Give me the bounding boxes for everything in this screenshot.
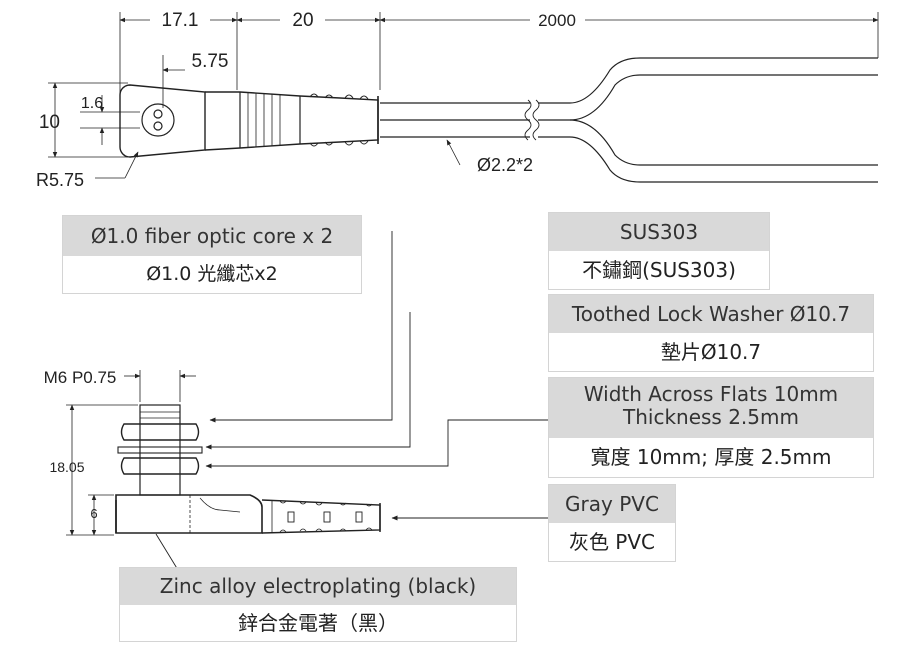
label-nut: Width Across Flats 10mm Thickness 2.5mm … [548, 377, 874, 478]
label-zinc-zh: 鋅合金電著（黑） [120, 605, 516, 641]
label-fiber-zh: Ø1.0 光纖芯x2 [63, 256, 361, 293]
dim-5-75: 5.75 [192, 51, 229, 72]
label-washer-zh: 墊片Ø10.7 [549, 333, 873, 371]
dim-10: 10 [39, 112, 60, 133]
label-pvc-en: Gray PVC [549, 485, 675, 523]
label-zinc: Zinc alloy electroplating (black) 鋅合金電著（… [119, 567, 517, 642]
dim-height: 18.05 [49, 459, 84, 475]
label-nut-en: Width Across Flats 10mm Thickness 2.5mm [549, 378, 873, 438]
top-view-dims: 17.1 20 2000 5.75 1.6 10 R5.75 Ø2.2*2 [36, 10, 576, 190]
label-fiber: Ø1.0 fiber optic core x 2 Ø1.0 光纖芯x2 [62, 215, 362, 294]
dim-20: 20 [292, 10, 313, 31]
label-zinc-en: Zinc alloy electroplating (black) [120, 568, 516, 605]
dim-1-6: 1.6 [81, 95, 103, 112]
label-sus-zh: 不鏽鋼(SUS303) [549, 251, 769, 289]
label-sus: SUS303 不鏽鋼(SUS303) [548, 212, 770, 290]
side-view-dims: M6 P0.75 18.05 6 [44, 368, 117, 521]
label-washer: Toothed Lock Washer Ø10.7 墊片Ø10.7 [548, 294, 874, 372]
label-sus-en: SUS303 [549, 213, 769, 251]
label-nut-en-line2: Thickness 2.5mm [623, 405, 799, 429]
dim-2000: 2000 [538, 11, 576, 30]
label-pvc: Gray PVC 灰色 PVC [548, 484, 676, 562]
label-nut-zh: 寬度 10mm; 厚度 2.5mm [549, 438, 873, 477]
dim-thread: M6 P0.75 [44, 368, 117, 387]
dim-17-1: 17.1 [162, 10, 199, 31]
top-view [48, 12, 879, 183]
label-fiber-en: Ø1.0 fiber optic core x 2 [63, 216, 361, 256]
label-washer-en: Toothed Lock Washer Ø10.7 [549, 295, 873, 333]
dim-6: 6 [90, 506, 97, 521]
dim-r5-75: R5.75 [36, 170, 84, 190]
label-nut-en-line1: Width Across Flats 10mm [583, 382, 839, 406]
dim-cable: Ø2.2*2 [477, 155, 533, 175]
side-view [66, 231, 548, 571]
label-pvc-zh: 灰色 PVC [549, 523, 675, 561]
